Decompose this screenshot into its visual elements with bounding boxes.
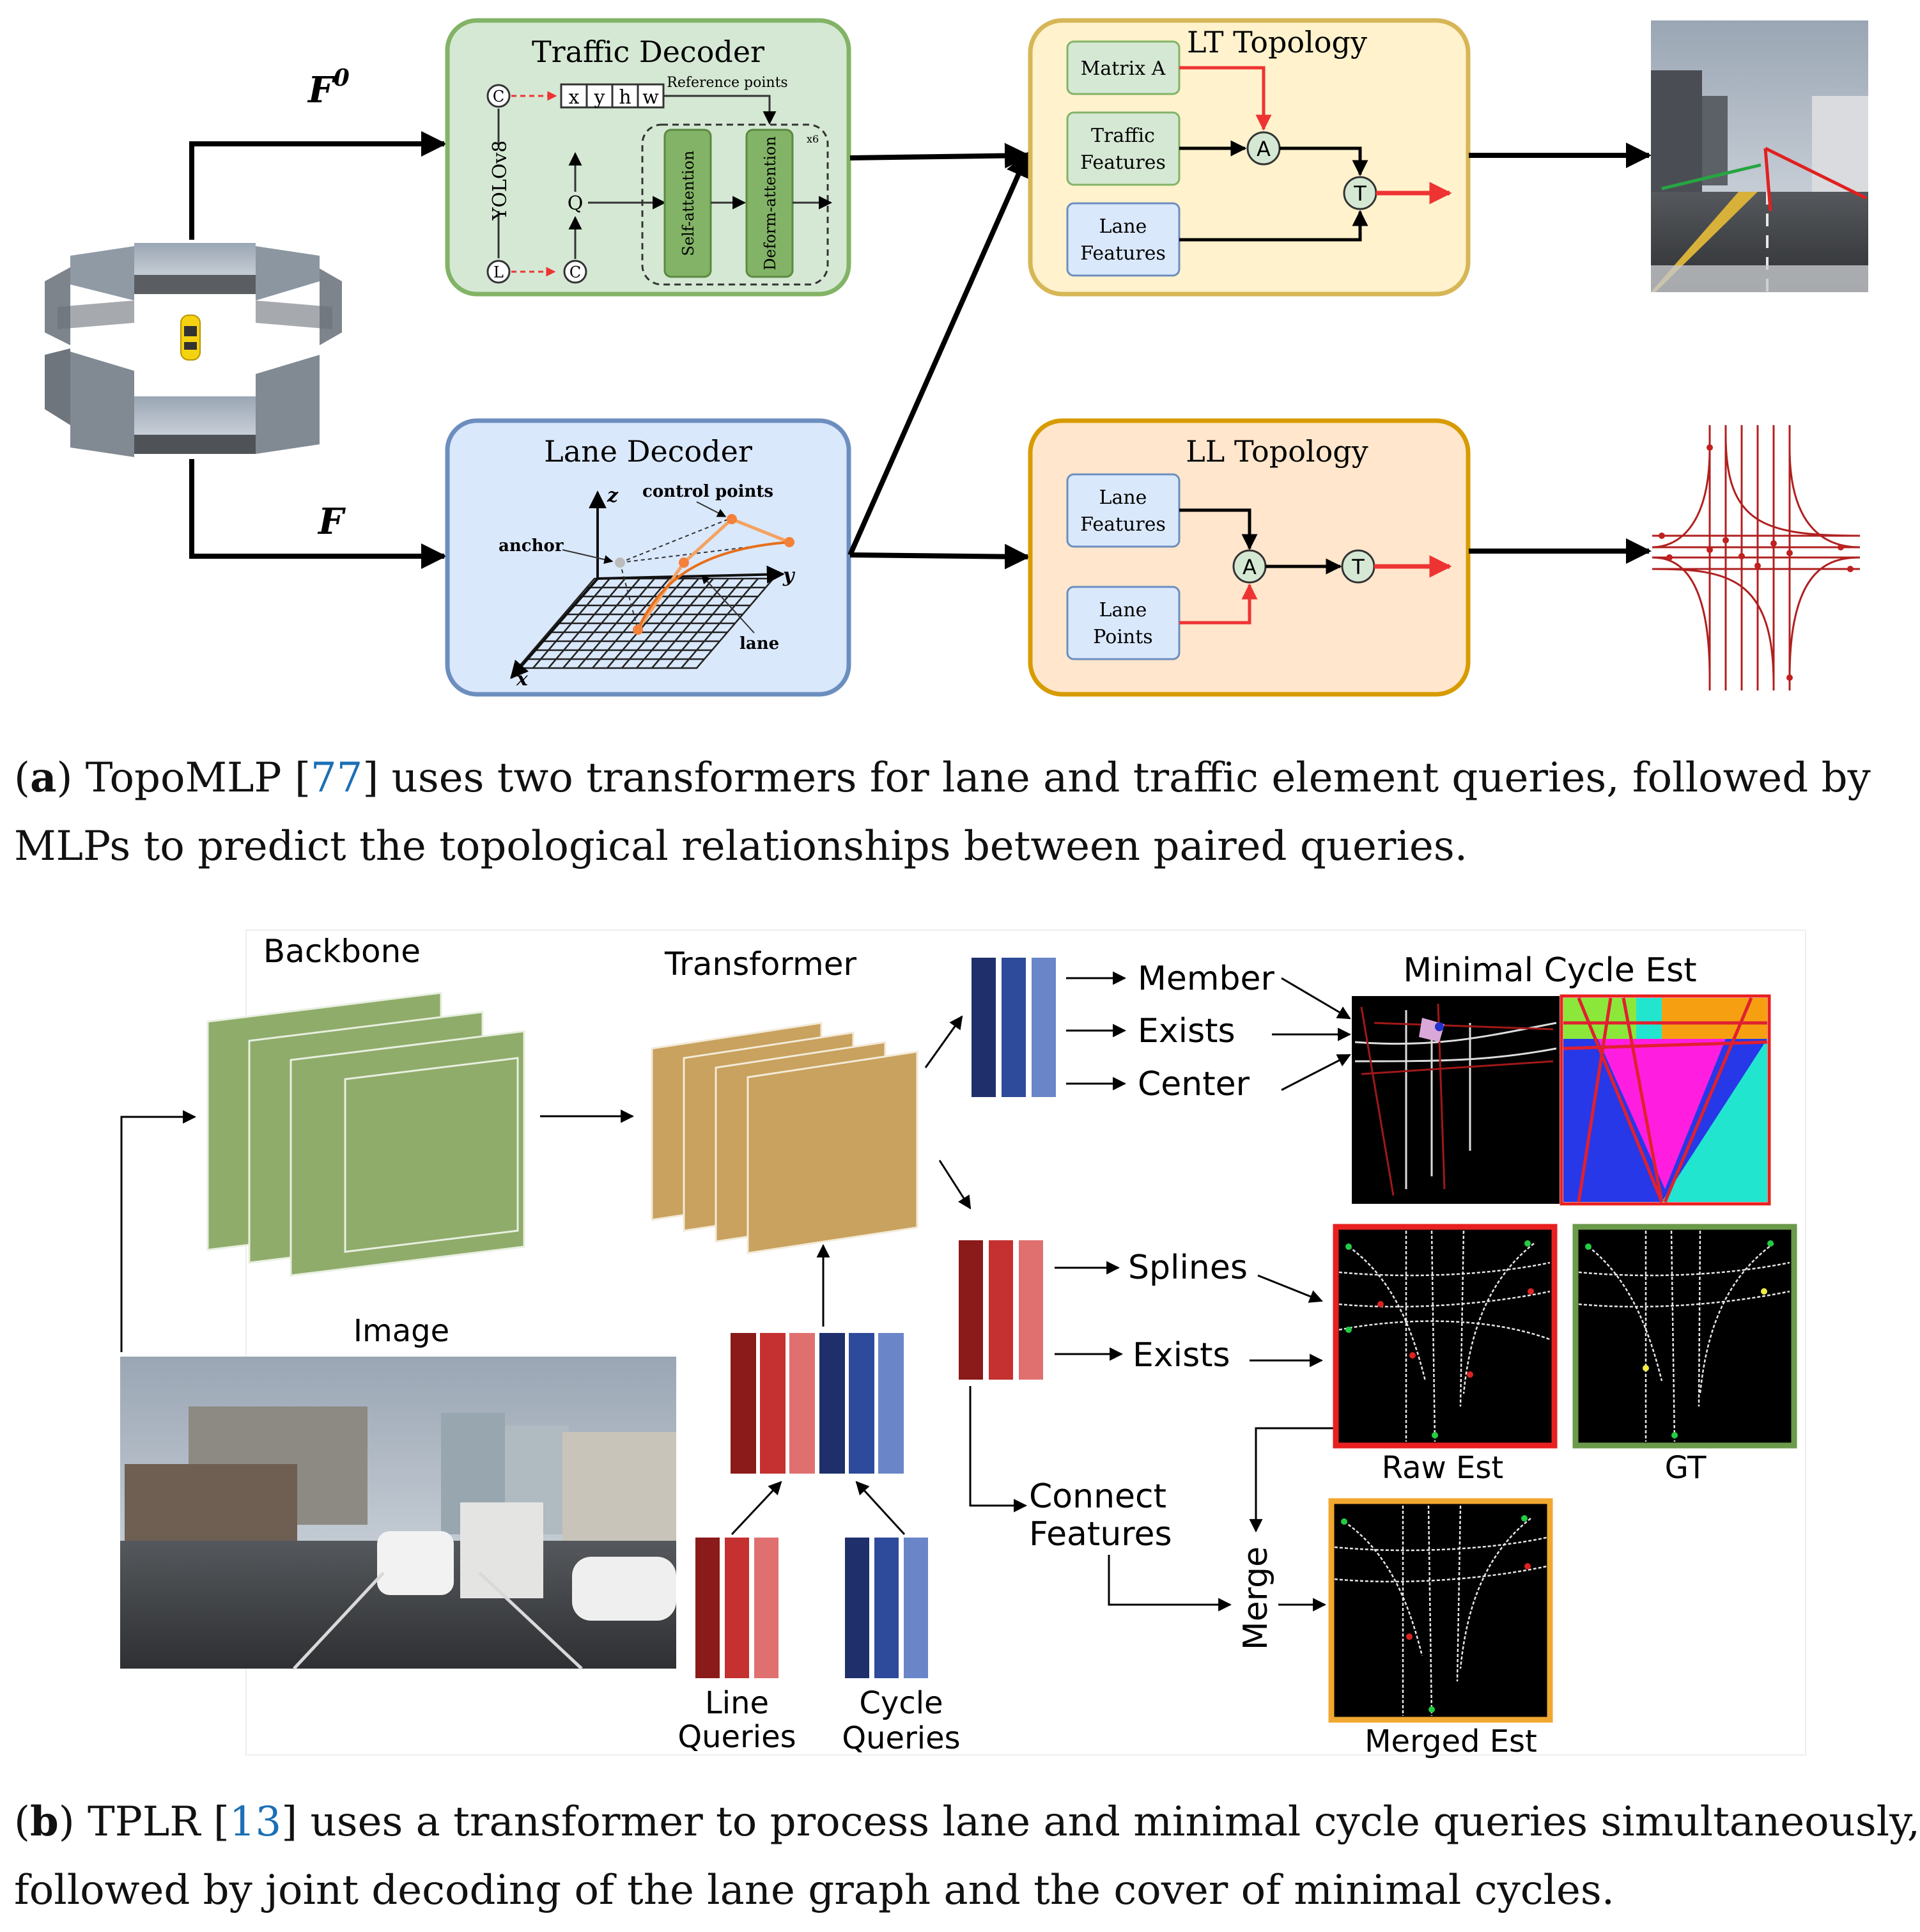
l-node <box>486 260 511 284</box>
f0-arrow <box>189 131 447 240</box>
merged-est-map <box>1328 1498 1553 1723</box>
reference-points-label: Reference points <box>667 75 787 91</box>
svg-text:y: y <box>594 86 605 109</box>
cycle-head-queries <box>972 958 1056 1097</box>
svg-text:Traffic: Traffic <box>1091 125 1155 147</box>
svg-text:Lane: Lane <box>1099 599 1147 621</box>
svg-text:x6: x6 <box>807 133 819 145</box>
lane-points-box <box>1066 586 1181 660</box>
svg-text:Deform-attention: Deform-attention <box>761 136 779 270</box>
caption-b-line1: (b) TPLR [13] uses a transformer to proc… <box>14 1798 1920 1846</box>
transformer-feature-maps <box>651 1022 918 1254</box>
f-arrow <box>189 459 447 569</box>
lt-topology-title: LT Topology <box>1187 25 1367 59</box>
raw-est-map <box>1333 1224 1558 1449</box>
svg-text:x: x <box>569 86 580 109</box>
svg-text:x: x <box>516 668 529 690</box>
merge-label: Merge <box>1237 1546 1275 1650</box>
svg-text:C: C <box>569 263 581 281</box>
line-queries <box>695 1538 778 1678</box>
combined-queries <box>731 1333 904 1474</box>
connect-features-label-2: Features <box>1029 1515 1172 1554</box>
x-axis <box>510 577 599 680</box>
cycle-queries <box>845 1538 928 1678</box>
svg-text:L: L <box>493 263 504 281</box>
caption-b-line2: followed by joint decoding of the lane g… <box>14 1867 1614 1914</box>
ll-topology-title: LL Topology <box>1186 434 1368 469</box>
f0-label: F0 <box>307 65 350 111</box>
exists-label-1: Exists <box>1138 1012 1235 1050</box>
svg-text:Matrix A: Matrix A <box>1081 58 1166 80</box>
ll-lane-features-box <box>1066 473 1181 548</box>
f-label: F <box>317 501 346 543</box>
anchor-label: anchor <box>499 536 564 556</box>
caption-a-line2: MLPs to predict the topological relation… <box>14 823 1467 870</box>
svg-text:Lane: Lane <box>1099 215 1147 238</box>
splines-label: Splines <box>1128 1249 1248 1287</box>
cycle-queries-label-1: Cycle <box>859 1685 943 1721</box>
citation-link-13: 13 <box>229 1798 281 1846</box>
lane-label: lane <box>739 634 779 653</box>
minimal-cycle-regions <box>1560 994 1771 1206</box>
yolo-label: YOLOv8 <box>489 141 511 221</box>
ground-grid <box>516 577 775 669</box>
reference-points-box: x y h w <box>560 83 665 109</box>
panel-b: Backbone Transformer Image <box>14 930 1920 1914</box>
svg-text:w: w <box>642 86 659 109</box>
transformer-label: Transformer <box>664 946 856 983</box>
minimal-cycle-lane-map <box>1352 996 1560 1204</box>
minimal-cycle-label: Minimal Cycle Est <box>1403 951 1696 990</box>
caption-a-line1: (a) TopoMLP [77] uses two transformers f… <box>14 754 1871 802</box>
gt-map <box>1572 1224 1797 1449</box>
svg-text:A: A <box>1257 137 1271 161</box>
citation-link-77: 77 <box>311 754 362 802</box>
input-camera-image <box>120 1357 676 1670</box>
gt-label: GT <box>1665 1450 1707 1486</box>
lane-decoder-title: Lane Decoder <box>544 434 752 469</box>
lt-topology: LT Topology Matrix A Traffic Features La… <box>1028 18 1471 297</box>
panel-a: F0 F Traffic Decoder C L YOLOv8 x y h <box>14 18 1871 870</box>
ll-output-lane-graph <box>1652 425 1861 690</box>
raw-est-label: Raw Est <box>1382 1450 1503 1486</box>
center-label: Center <box>1138 1065 1250 1103</box>
traffic-features-box <box>1066 111 1181 186</box>
line-queries-label-1: Line <box>705 1685 769 1721</box>
svg-text:y: y <box>782 565 796 587</box>
cycle-queries-label-2: Queries <box>842 1720 960 1756</box>
merged-est-label: Merged Est <box>1365 1724 1537 1759</box>
traffic-decoder-title: Traffic Decoder <box>532 35 764 69</box>
svg-text:T: T <box>1351 555 1365 579</box>
y-axis <box>597 565 785 584</box>
svg-text:z: z <box>607 485 619 507</box>
line-head-queries <box>959 1240 1043 1380</box>
svg-text:A: A <box>1243 555 1257 579</box>
image-label: Image <box>353 1313 449 1349</box>
lane-features-box <box>1066 202 1181 277</box>
line-queries-label-2: Queries <box>677 1719 796 1755</box>
backbone-feature-maps <box>206 992 525 1277</box>
svg-text:Features: Features <box>1080 242 1166 265</box>
svg-text:Features: Features <box>1080 513 1166 536</box>
svg-text:T: T <box>1353 182 1366 206</box>
svg-text:C: C <box>493 88 504 105</box>
svg-text:Features: Features <box>1080 152 1166 174</box>
connect-features-label-1: Connect <box>1029 1477 1166 1516</box>
svg-text:h: h <box>619 86 631 109</box>
lt-output-street-view <box>1651 20 1868 292</box>
exists-label-2: Exists <box>1133 1336 1230 1375</box>
svg-text:Lane: Lane <box>1099 487 1147 509</box>
concat-node <box>486 84 511 108</box>
lane-decoder: Lane Decoder z y x <box>445 418 851 697</box>
control-points-label: control points <box>642 482 773 501</box>
surround-view-image <box>45 243 342 457</box>
ll-topology: LL Topology Lane Features Lane Points A … <box>1028 418 1471 697</box>
ego-car-icon <box>180 315 201 361</box>
svg-text:Self-attention: Self-attention <box>679 151 697 256</box>
member-label: Member <box>1138 960 1275 998</box>
svg-text:Points: Points <box>1093 626 1152 648</box>
query-symbol: Q <box>568 192 584 215</box>
backbone-label: Backbone <box>263 933 421 970</box>
traffic-decoder: Traffic Decoder C L YOLOv8 x y h w Refer… <box>445 18 851 297</box>
